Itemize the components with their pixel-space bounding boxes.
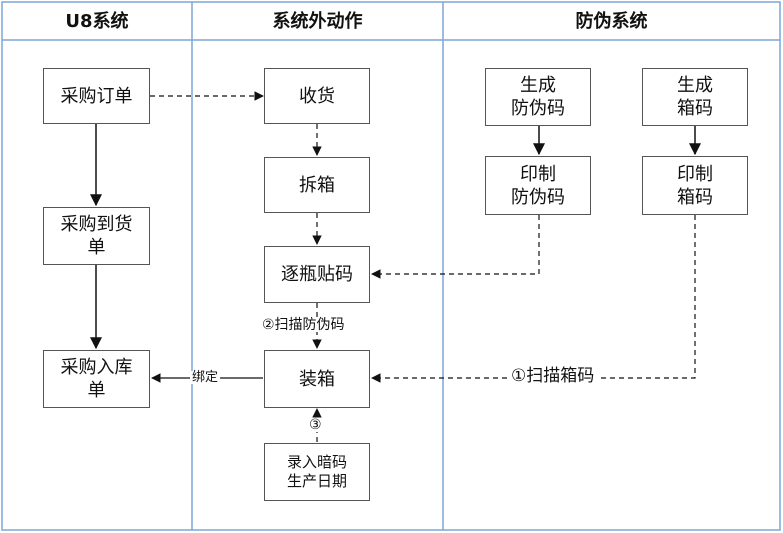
node-pack-box: 装箱 xyxy=(264,350,370,408)
label-bind: 绑定 xyxy=(190,370,221,385)
node-purchase-inbound: 采购入库 单 xyxy=(43,350,150,408)
arrow-print-ac-to-label xyxy=(371,215,540,279)
node-enter-code: 录入暗码 生产日期 xyxy=(264,443,370,501)
node-receive-goods: 收货 xyxy=(264,68,370,124)
label-scan-ac-code: ②扫描防伪码 xyxy=(260,317,347,333)
node-print-box-code: 印制 箱码 xyxy=(642,156,748,215)
label-step-3: ③ xyxy=(308,417,323,433)
label-scan-box-code: ①扫描箱码 xyxy=(508,368,598,385)
node-print-ac-code: 印制 防伪码 xyxy=(485,156,591,215)
lane-title-external: 系统外动作 xyxy=(272,11,363,32)
arrow-print-box-to-pack xyxy=(371,215,696,383)
node-purchase-arrival: 采购到货 单 xyxy=(43,207,150,265)
node-purchase-order: 采购订单 xyxy=(43,68,150,124)
lane-title-anticounterfeit: 防伪系统 xyxy=(575,11,648,32)
node-generate-box-code: 生成 箱码 xyxy=(642,68,748,126)
lane-title-u8: U8系统 xyxy=(65,11,129,32)
node-unbox: 拆箱 xyxy=(264,157,370,213)
node-generate-ac-code: 生成 防伪码 xyxy=(485,68,591,126)
node-label-bottles: 逐瓶贴码 xyxy=(264,246,370,303)
